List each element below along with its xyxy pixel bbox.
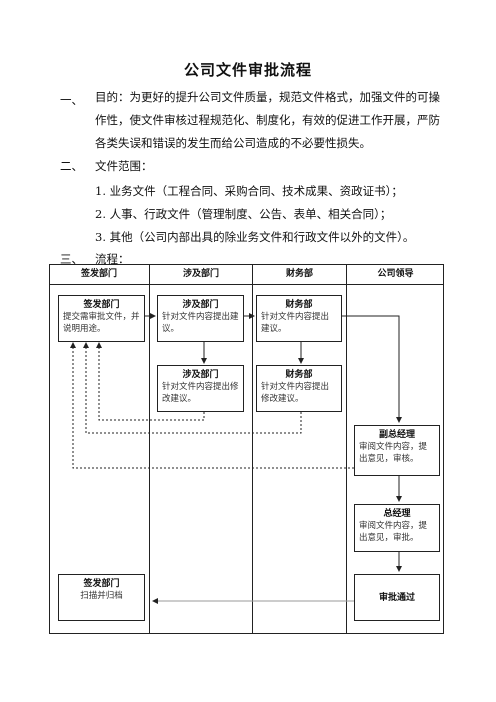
section-2-number: 二、	[60, 159, 83, 173]
box-title: 财务部	[285, 370, 313, 380]
box-body: 提交需审批文件，并说明用途。	[63, 312, 140, 334]
box-body: 针对文件内容提出建议。	[261, 312, 330, 334]
box-title: 总经理	[383, 509, 411, 519]
box-finance-suggest: 财务部 针对文件内容提出建议。	[256, 295, 342, 342]
section-1-text: 目的：为更好的提升公司文件质量，规范文件格式，加强文件的可操 作性，使文件审核过…	[95, 86, 440, 155]
column-header-leadership: 公司领导	[377, 269, 414, 279]
box-issue-submit: 签发部门 提交需审批文件，并说明用途。	[58, 295, 145, 342]
section-2-item: 1. 业务文件（工程合同、采购合同、技术成果、资政证书）；	[95, 184, 403, 198]
box-title: 签发部门	[83, 579, 120, 589]
box-issue-archive: 签发部门 扫描并归档	[58, 574, 145, 621]
section-1-line: 各类失误和错误的发生而给公司造成的不必要性损失。	[95, 136, 371, 150]
box-title: 涉及部门	[182, 300, 219, 310]
section-3-number: 三、	[60, 252, 83, 266]
column-header-involved: 涉及部门	[182, 269, 219, 279]
box-involved-suggest: 涉及部门 针对文件内容提出建议。	[157, 295, 244, 342]
section-1-number: 一、	[60, 93, 83, 107]
column-header-issuing: 签发部门	[80, 269, 117, 279]
box-approved: 审批通过	[354, 574, 440, 621]
box-title: 副总经理	[378, 430, 415, 440]
box-gm-approve: 总经理 审阅文件内容，提出意见，审批。	[354, 504, 440, 552]
box-vice-gm-review: 副总经理 审阅文件内容，提出意见，审核。	[354, 425, 440, 476]
page-title: 公司文件审批流程	[183, 61, 312, 79]
box-body: 针对文件内容提出修改建议。	[162, 382, 239, 404]
column-header-finance: 财务部	[285, 269, 313, 279]
box-body: 针对文件内容提出建议。	[162, 312, 239, 334]
box-body: 审阅文件内容，提出意见，审批。	[359, 521, 428, 543]
section-2-item: 2. 人事、行政文件（管理制度、公告、表单、相关合同）；	[95, 207, 392, 221]
box-title: 涉及部门	[182, 370, 219, 380]
box-finance-revise: 财务部 针对文件内容提出修改建议。	[256, 365, 342, 412]
section-2-item: 3. 其他（公司内部出具的除业务文件和行政文件以外的文件）。	[95, 230, 415, 244]
flowchart: 签发部门 涉及部门 财务部 公司领导 签发部门 提交需审批文件，并说明用途。 涉…	[49, 264, 444, 634]
section-3-title: 流程：	[95, 252, 130, 266]
section-1-line: 作性，使文件审核过程规范化、制度化，有效的促进工作开展，严防	[95, 113, 440, 127]
box-title: 签发部门	[83, 300, 120, 310]
box-body: 针对文件内容提出修改建议。	[261, 382, 330, 404]
box-title: 审批通过	[378, 592, 415, 603]
box-body: 扫描并归档	[80, 591, 123, 601]
box-involved-revise: 涉及部门 针对文件内容提出修改建议。	[157, 365, 244, 412]
section-1-line: 目的：为更好的提升公司文件质量，规范文件格式，加强文件的可操	[95, 90, 440, 104]
flowchart-lines	[49, 264, 444, 634]
section-2-title: 文件范围：	[95, 159, 153, 173]
box-body: 审阅文件内容，提出意见，审核。	[359, 442, 428, 464]
box-title: 财务部	[285, 300, 313, 310]
